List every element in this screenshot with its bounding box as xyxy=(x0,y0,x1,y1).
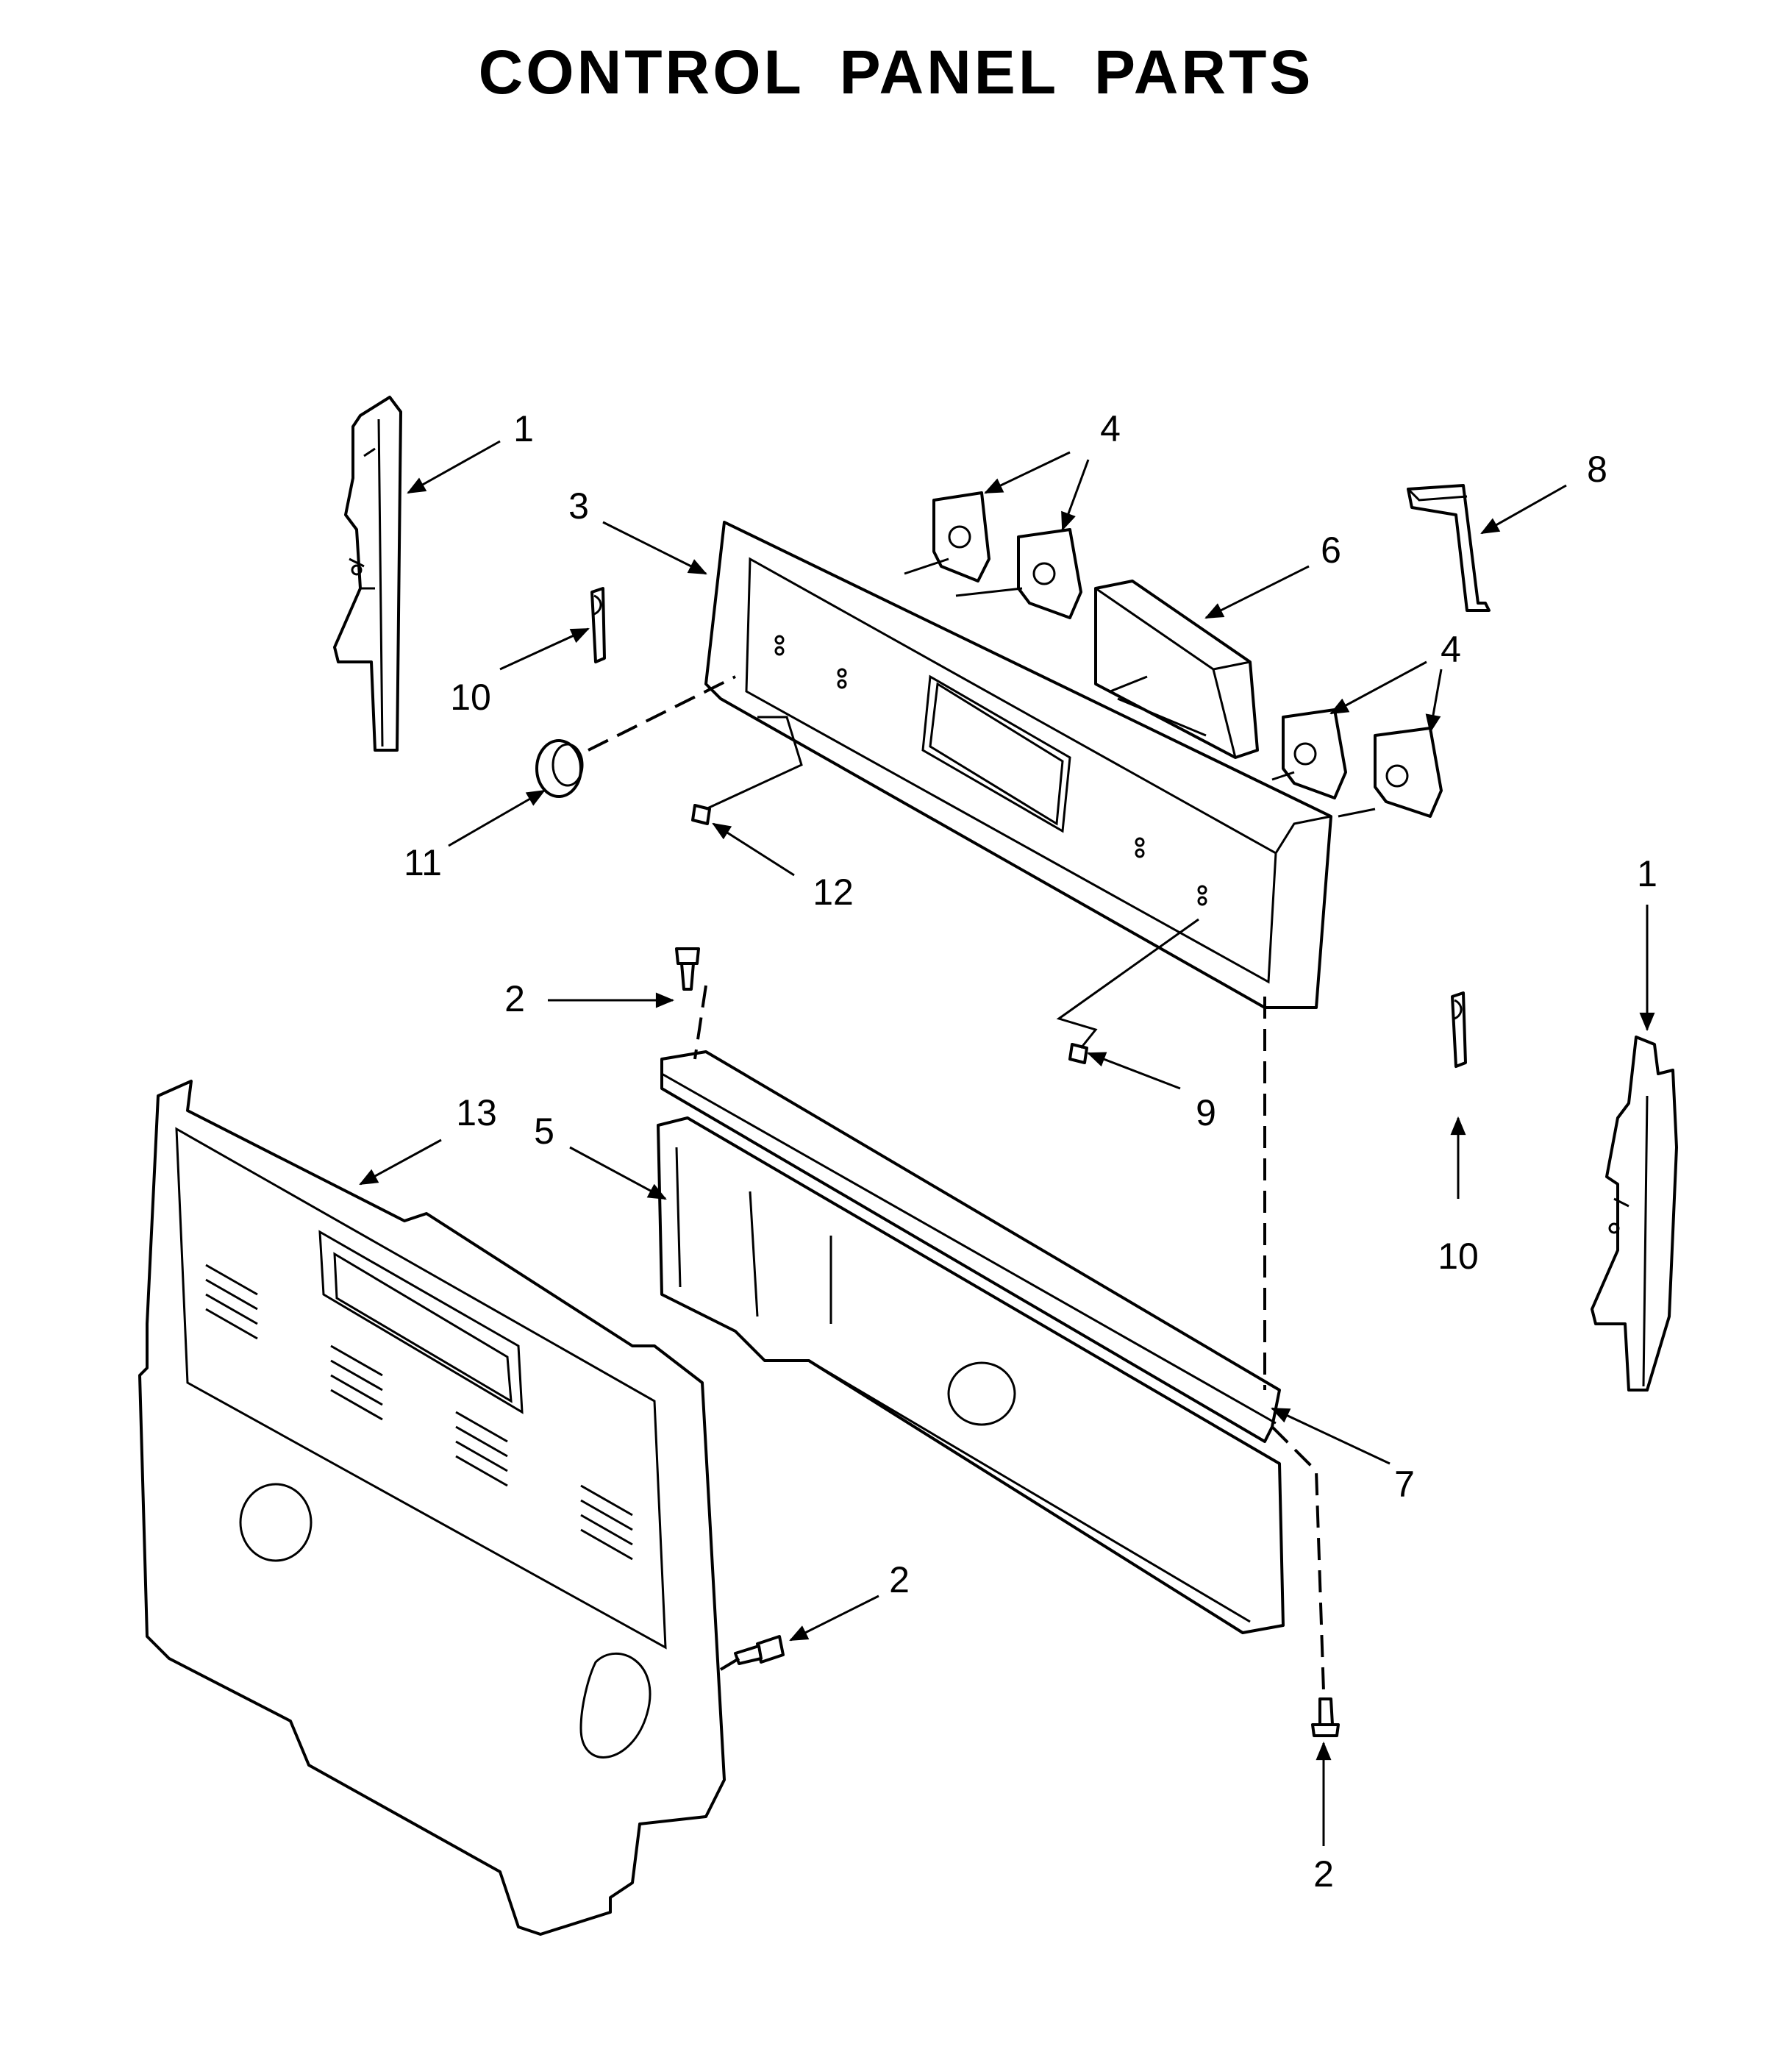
part-2-screw-bottom xyxy=(1311,1697,1340,1737)
callout-12: 12 xyxy=(813,872,854,913)
part-11-knob xyxy=(535,739,584,798)
part-4-infinite-switch-upper xyxy=(904,491,1082,619)
part-6-electronic-control xyxy=(1094,580,1259,759)
callout-2-top: 2 xyxy=(504,978,525,1019)
callout-4-lower: 4 xyxy=(1441,629,1461,670)
callout-5: 5 xyxy=(534,1111,554,1152)
callout-4-upper: 4 xyxy=(1100,408,1121,449)
part-4-infinite-switch-lower xyxy=(1271,708,1443,818)
part-10-clip-left xyxy=(590,587,606,663)
part-1-right-end-bracket xyxy=(1591,1036,1678,1392)
part-13-rear-panel xyxy=(138,1080,726,1936)
callout-10-right: 10 xyxy=(1438,1236,1479,1277)
part-2-screw-top xyxy=(675,947,700,991)
callout-8: 8 xyxy=(1587,449,1607,490)
part-5-rear-bracket xyxy=(657,1116,1285,1634)
callout-7: 7 xyxy=(1394,1464,1415,1505)
callout-1-upper: 1 xyxy=(513,408,534,449)
callout-6: 6 xyxy=(1321,530,1341,571)
callout-11: 11 xyxy=(404,842,442,883)
part-12-screw xyxy=(691,804,711,825)
callout-13: 13 xyxy=(456,1092,497,1133)
callout-9: 9 xyxy=(1196,1092,1216,1133)
part-9-screw xyxy=(1068,1043,1088,1064)
part-8-bracket xyxy=(1407,484,1491,612)
callout-10-left: 10 xyxy=(450,677,491,718)
assembly-lines xyxy=(588,675,1325,1692)
part-1-left-end-bracket xyxy=(333,396,402,752)
part-2-screw-side xyxy=(734,1635,785,1665)
callout-3: 3 xyxy=(568,485,589,527)
callout-2-bottom: 2 xyxy=(1313,1853,1334,1895)
callout-labels: 1 3 4 8 6 4 10 11 12 1 2 9 13 5 10 7 2 2 xyxy=(404,408,1657,1895)
page-title: CONTROL PANEL PARTS xyxy=(478,38,1314,107)
part-10-clip-right xyxy=(1451,991,1467,1068)
callout-leaders xyxy=(359,440,1655,1846)
callout-1-right: 1 xyxy=(1637,853,1657,894)
callout-2-side: 2 xyxy=(889,1559,910,1600)
